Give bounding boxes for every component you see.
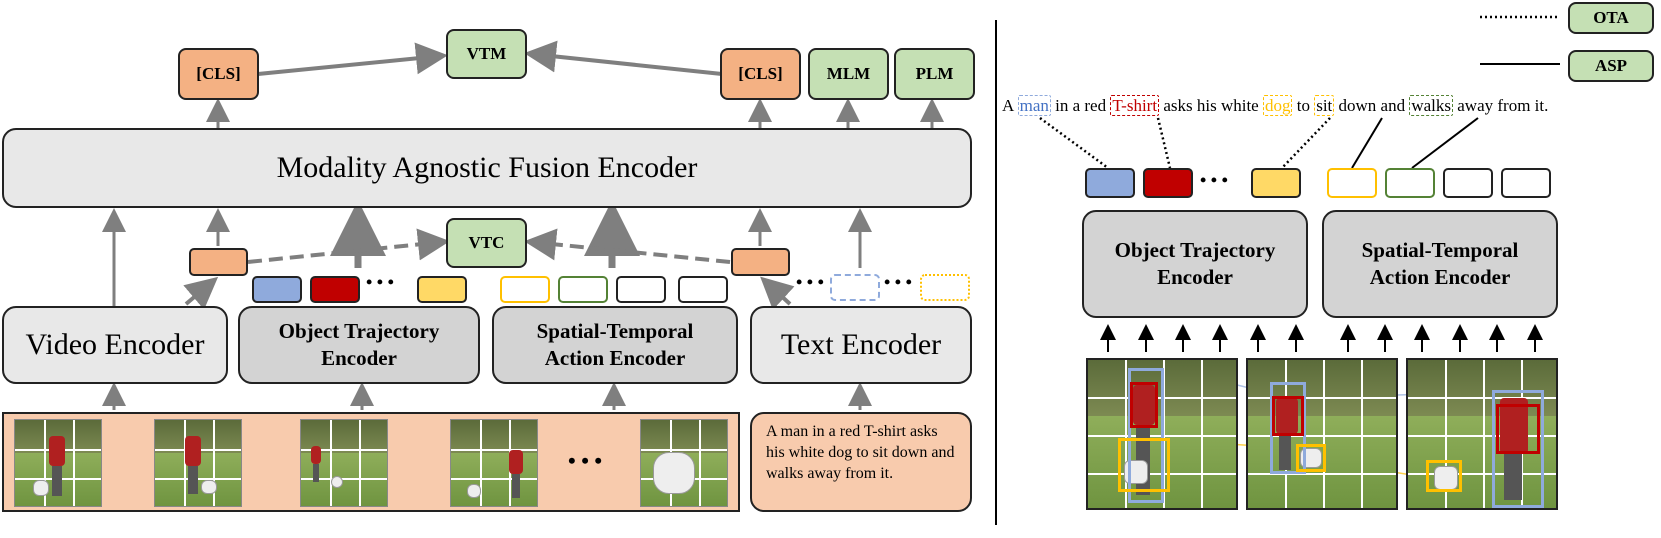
video-frame-3 <box>300 419 388 507</box>
word-asks-his-white: asks his white <box>1163 96 1259 115</box>
r-frame-2 <box>1246 358 1398 510</box>
r-action-token-2 <box>1501 168 1551 198</box>
word-dog: dog <box>1262 95 1293 116</box>
frames-ellipsis: • • • <box>568 448 603 473</box>
r-frame-1 <box>1086 358 1238 510</box>
mlm-head: MLM <box>808 48 889 100</box>
object-token-ellipsis: • • • <box>366 272 394 292</box>
video-frame-4 <box>450 419 538 507</box>
cls-token-right: [CLS] <box>720 48 801 100</box>
action-token-green <box>558 276 608 303</box>
text-caption-box: A man in a red T-shirt asks his white do… <box>750 412 972 512</box>
r-frame-3 <box>1406 358 1558 510</box>
text-cls-token <box>731 248 790 276</box>
action-token-2 <box>678 276 728 303</box>
action-token-1 <box>616 276 666 303</box>
word-down-and: down and <box>1338 96 1406 115</box>
object-trajectory-encoder: Object Trajectory Encoder <box>238 306 480 384</box>
word-man: man <box>1017 95 1051 116</box>
r-action-token-yellow <box>1327 168 1377 198</box>
action-token-yellow <box>500 276 550 303</box>
spatial-temporal-action-encoder: Spatial-Temporal Action Encoder <box>492 306 738 384</box>
video-cls-token <box>189 248 248 276</box>
word-tshirt: T-shirt <box>1110 95 1160 116</box>
word-in-a-red: in a red <box>1055 96 1107 115</box>
video-frames-strip: • • • <box>2 412 740 512</box>
word-a: A <box>1002 96 1014 115</box>
word-sit: sit <box>1314 95 1335 116</box>
r-action-token-green <box>1385 168 1435 198</box>
word-walks: walks <box>1409 95 1454 116</box>
object-token-yellow <box>417 276 467 303</box>
r-object-token-yellow <box>1251 168 1301 198</box>
fusion-encoder: Modality Agnostic Fusion Encoder <box>2 128 972 208</box>
text-encoder: Text Encoder <box>750 306 972 384</box>
text-token-ellipsis-1: • • • <box>796 272 824 292</box>
r-action-token-1 <box>1443 168 1493 198</box>
video-frame-2 <box>154 419 242 507</box>
r-object-trajectory-encoder: Object Trajectory Encoder <box>1082 210 1308 318</box>
word-away-from-it: away from it. <box>1457 96 1549 115</box>
word-to: to <box>1296 96 1310 115</box>
annotated-sentence: A man in a red T-shirt asks his white do… <box>1002 95 1549 116</box>
r-spatial-temporal-action-encoder: Spatial-Temporal Action Encoder <box>1322 210 1558 318</box>
video-frame-5 <box>640 419 728 507</box>
plm-head: PLM <box>894 48 975 100</box>
object-token-blue <box>252 276 302 303</box>
text-token-dog <box>920 274 970 301</box>
text-token-man <box>830 274 880 301</box>
r-object-token-red <box>1143 168 1193 198</box>
text-token-ellipsis-2: • • • <box>884 272 912 292</box>
vtc-head: VTC <box>446 218 527 268</box>
r-object-token-blue <box>1085 168 1135 198</box>
cls-token-left: [CLS] <box>178 48 259 100</box>
legend-asp: ASP <box>1568 50 1654 82</box>
object-token-red <box>310 276 360 303</box>
legend-ota: OTA <box>1568 2 1654 34</box>
video-frame-1 <box>14 419 102 507</box>
vtm-head: VTM <box>446 29 527 79</box>
text-caption: A man in a red T-shirt asks his white do… <box>766 423 955 482</box>
r-object-ellipsis: • • • <box>1200 170 1228 190</box>
video-encoder: Video Encoder <box>2 306 228 384</box>
